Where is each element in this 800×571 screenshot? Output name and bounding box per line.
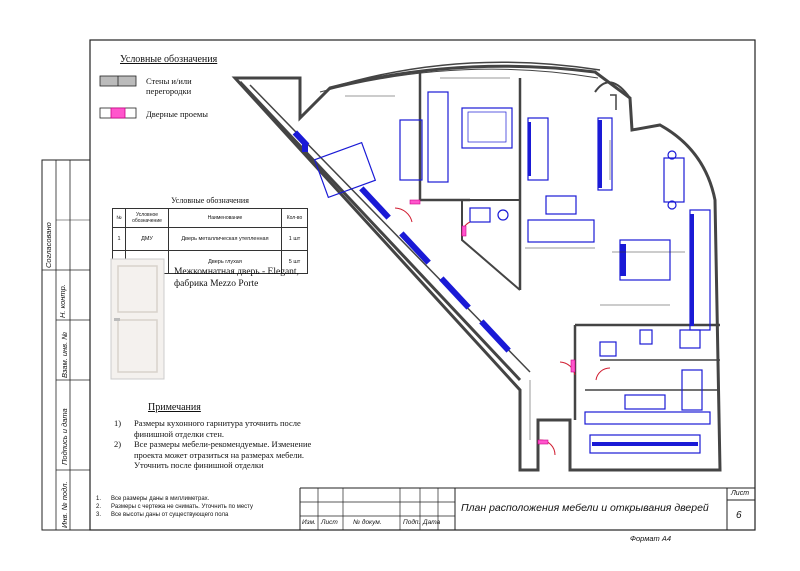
legend-title: Условные обозначения bbox=[120, 54, 218, 65]
schedule-row: 1 ДМУ Дверь металлическая утепленная 1 ш… bbox=[112, 227, 308, 251]
door-caption-line1: Межкомнатная дверь - Elegant, bbox=[174, 267, 299, 277]
note-number: 2) bbox=[114, 439, 122, 449]
schedule-cell: Дверь металлическая утепленная bbox=[168, 227, 282, 251]
notes-list: 1) Размеры кухонного гарнитура уточнить п… bbox=[114, 418, 324, 471]
floor-plan-walls bbox=[231, 64, 722, 472]
footnote-number: 2. bbox=[96, 504, 102, 510]
schedule-header-cell: № bbox=[112, 208, 126, 228]
footnote-number: 3. bbox=[96, 512, 102, 518]
footnotes-list: 1. Все размеры даны в миллиметрах. 2. Разм… bbox=[96, 495, 253, 519]
side-label-inv-original: Инв. № подл. bbox=[60, 481, 69, 528]
note-number: 1) bbox=[114, 418, 122, 428]
door-openings bbox=[409, 199, 576, 445]
note-text: Размеры кухонного гарнитура уточнить пос… bbox=[134, 418, 301, 439]
footnote-item: 1. Все размеры даны в миллиметрах. bbox=[96, 495, 253, 503]
note-item: 2) Все размеры мебели-рекомендуемые. Изме… bbox=[114, 439, 324, 471]
schedule-caption: Условные обозначения bbox=[171, 195, 249, 205]
title-block bbox=[299, 487, 755, 530]
dimension-lines bbox=[345, 77, 685, 440]
footnote-text: Размеры с чертежа не снимать. Уточнить п… bbox=[111, 504, 253, 510]
radiators bbox=[292, 130, 511, 353]
furniture-filled bbox=[302, 120, 698, 446]
footnote-text: Все размеры даны в миллиметрах. bbox=[111, 496, 210, 502]
binding-margin bbox=[41, 159, 91, 531]
footnote-text: Все высоты даны от существующего пола bbox=[111, 512, 229, 518]
tb-col-list: Лист bbox=[321, 519, 338, 526]
tb-col-sign: Подп. bbox=[403, 519, 421, 526]
legend-door-symbol bbox=[99, 107, 137, 119]
sheet-number: 6 bbox=[736, 510, 742, 521]
footnote-number: 1. bbox=[96, 496, 102, 502]
tb-col-izm: Изм. bbox=[302, 519, 316, 526]
footnote-item: 3. Все высоты даны от существующего пола bbox=[96, 511, 253, 519]
schedule-cell: 1 bbox=[112, 227, 126, 251]
doors bbox=[394, 207, 611, 456]
footnote-item: 2. Размеры с чертежа не снимать. Уточнить… bbox=[96, 503, 253, 511]
note-text: Все размеры мебели-рекомендуемые. Измене… bbox=[134, 439, 312, 470]
schedule-cell: ДМУ bbox=[125, 227, 169, 251]
side-label-signature-date: Подпись и дата bbox=[60, 408, 69, 465]
schedule-header-row: № Условное обозначение Наименование Кол-… bbox=[112, 208, 308, 228]
curved-facade bbox=[329, 61, 601, 89]
schedule-header-cell: Наименование bbox=[168, 208, 282, 228]
legend-walls-label: Стены и/или перегородки bbox=[146, 76, 192, 96]
tb-col-date: Дата bbox=[423, 519, 441, 526]
schedule-cell: 5 шт bbox=[281, 250, 308, 274]
tb-col-doc: № докум. bbox=[353, 519, 382, 526]
legend-walls-line2: перегородки bbox=[146, 86, 192, 96]
format-label: Формат А4 bbox=[630, 534, 672, 543]
side-label-agreed: Согласовано bbox=[44, 222, 53, 268]
door-caption: Межкомнатная дверь - Elegant, фабрика Me… bbox=[174, 266, 299, 290]
legend-wall-symbol bbox=[99, 75, 137, 87]
door-caption-line2: фабрика Mezzo Porte bbox=[174, 279, 259, 289]
legend-doors-label: Дверные проемы bbox=[146, 109, 208, 119]
furniture bbox=[313, 91, 711, 454]
schedule-cell: Дверь глухая bbox=[168, 250, 282, 274]
side-label-replace-inv: Взам. инв. № bbox=[60, 331, 69, 378]
notes-title: Примечания bbox=[148, 402, 201, 413]
schedule-cell: 1 шт bbox=[281, 227, 308, 251]
door-image bbox=[110, 258, 165, 380]
schedule-header-cell: Кол-во bbox=[281, 208, 308, 228]
note-item: 1) Размеры кухонного гарнитура уточнить п… bbox=[114, 418, 324, 439]
drawing-title: План расположения мебели и открывания дв… bbox=[461, 502, 709, 514]
side-label-norm-control: Н. контр. bbox=[58, 284, 67, 318]
sheet-label: Лист bbox=[731, 490, 750, 497]
schedule-header-cell: Условное обозначение bbox=[125, 208, 169, 228]
legend-walls-line1: Стены и/или bbox=[146, 76, 192, 86]
